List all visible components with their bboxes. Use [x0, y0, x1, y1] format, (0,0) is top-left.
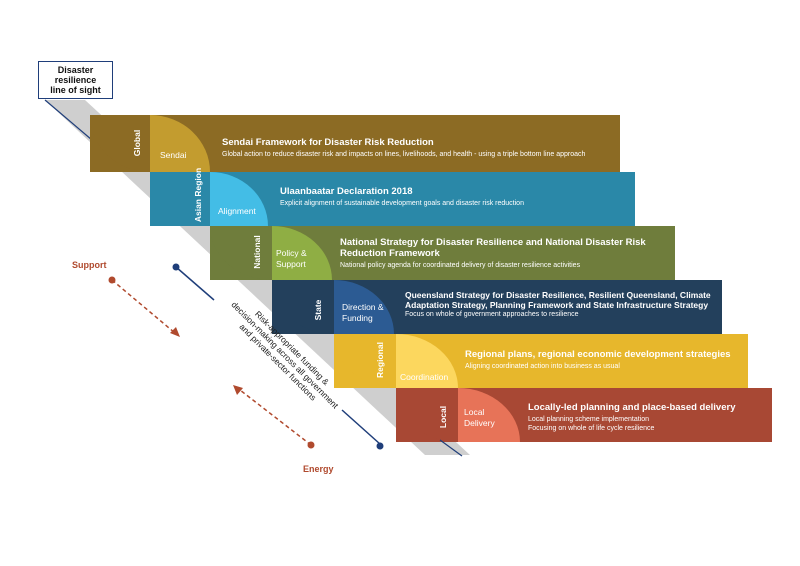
band-global-bar	[90, 115, 620, 172]
bottom-connector	[439, 439, 463, 457]
title-connector	[44, 99, 93, 141]
energy-arrow	[233, 385, 315, 449]
funding-line	[172, 263, 384, 450]
band-text-asian-region: Ulaanbaatar Declaration 2018 Explicit al…	[280, 186, 630, 208]
function-label-coordination: Coordination	[400, 372, 449, 382]
band-desc-asian-region: Explicit alignment of sustainable develo…	[280, 200, 524, 207]
band-text-state: Queensland Strategy for Disaster Resilie…	[405, 290, 717, 319]
band-global	[90, 115, 620, 172]
band-state-light-quarter	[334, 280, 394, 334]
support-label: Support	[72, 260, 107, 270]
band-desc-global: Global action to reduce disaster risk an…	[222, 151, 586, 158]
band-local-dark-corner	[396, 388, 458, 442]
band-asian-dark-corner	[150, 172, 210, 226]
function-label-sendai: Sendai	[160, 150, 187, 160]
level-label-regional: Regional	[375, 342, 385, 378]
level-label-global: Global	[132, 129, 142, 157]
title-line-3: line of sight	[50, 85, 101, 95]
band-state	[272, 280, 722, 334]
band-local-light-quarter	[458, 388, 520, 442]
band-text-global: Sendai Framework for Disaster Risk Reduc…	[222, 137, 614, 159]
band-local	[396, 388, 772, 442]
band-desc-regional: Aligning coordinated action into busines…	[465, 363, 620, 370]
band-desc2-local: Focusing on whole of life cycle resilien…	[528, 425, 655, 432]
band-title-state: Queensland Strategy for Disaster Resilie…	[405, 290, 711, 310]
band-global-dark-quarter	[90, 115, 150, 172]
energy-label: Energy	[303, 464, 334, 474]
band-text-national: National Strategy for Disaster Resilienc…	[340, 237, 670, 270]
level-label-state: State	[313, 299, 323, 321]
level-label-national: National	[252, 235, 262, 269]
band-national-dark-corner	[210, 226, 272, 280]
band-text-local: Locally-led planning and place-based del…	[528, 402, 768, 433]
function-label-local-delivery: Local Delivery	[464, 407, 495, 428]
function-label-alignment: Alignment	[218, 206, 256, 216]
band-title-local: Locally-led planning and place-based del…	[528, 402, 736, 413]
band-asian-region	[150, 172, 635, 226]
band-title-regional: Regional plans, regional economic develo…	[465, 349, 731, 360]
band-title-asian-region: Ulaanbaatar Declaration 2018	[280, 186, 413, 197]
band-title-national: National Strategy for Disaster Resilienc…	[340, 237, 646, 259]
band-regional-dark-corner	[334, 334, 396, 388]
function-label-direction-funding: Direction & Funding	[342, 302, 384, 323]
band-global-light-quarter	[150, 115, 210, 172]
band-national	[210, 226, 675, 280]
band-national-light-quarter	[272, 226, 332, 280]
line-of-sight-title-box: Disaster resilience line of sight	[38, 61, 113, 99]
band-asian-bar	[150, 172, 635, 226]
band-regional	[334, 334, 748, 388]
band-text-regional: Regional plans, regional economic develo…	[465, 349, 743, 371]
band-state-dark-corner	[272, 280, 334, 334]
title-line-2: resilience	[54, 75, 97, 85]
band-title-global: Sendai Framework for Disaster Risk Reduc…	[222, 137, 434, 148]
title-line-1: Disaster	[57, 65, 94, 75]
level-label-asian-region: Asian Region	[193, 167, 203, 223]
function-label-policy-support: Policy & Support	[276, 248, 307, 269]
support-arrow	[108, 276, 180, 337]
band-desc-local: Local planning scheme implementation	[528, 416, 650, 423]
band-desc-national: National policy agenda for coordinated d…	[340, 262, 581, 269]
band-regional-light-quarter	[396, 334, 458, 388]
band-asian-light-quarter	[210, 172, 268, 226]
band-desc-state: Focus on whole of government approaches …	[405, 311, 579, 318]
level-label-local: Local	[438, 405, 448, 429]
